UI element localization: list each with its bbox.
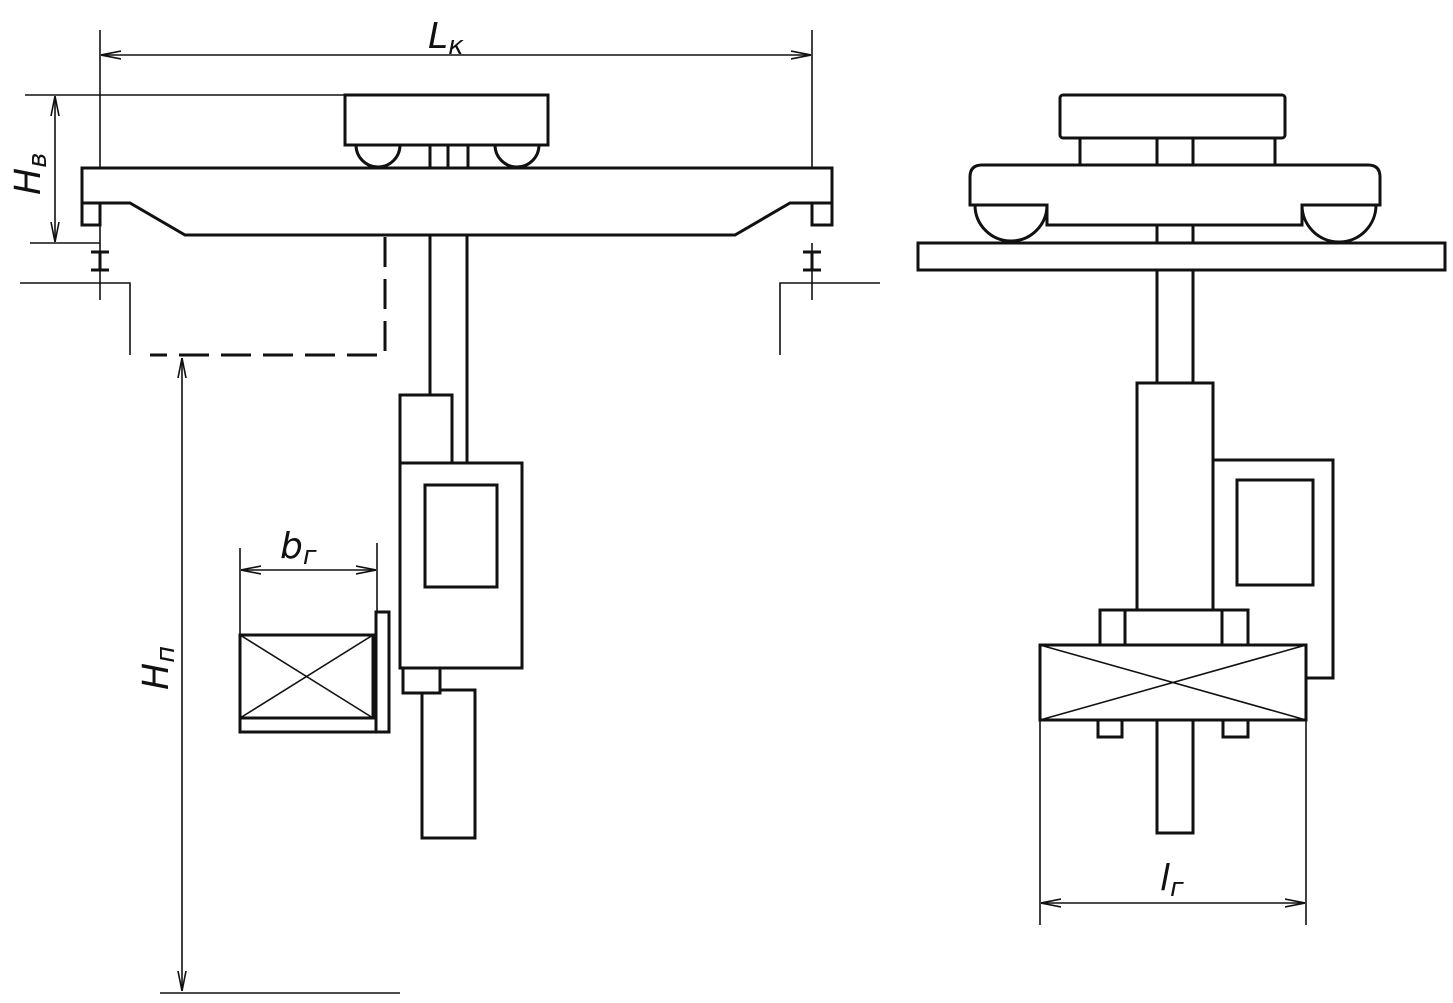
lift-height-label-main: H [136, 663, 177, 690]
mast-lower [420, 688, 477, 840]
load-box-front [1038, 643, 1308, 722]
top-height-dimension: Hв [8, 94, 345, 244]
carriage-front [1098, 608, 1250, 647]
load-cross [1039, 644, 1307, 721]
load-length-label-sub: г [1170, 873, 1184, 903]
load-width-dimension: bг [239, 526, 378, 635]
top-height-label-sub: в [23, 153, 53, 168]
fork-upright [374, 610, 391, 734]
runway-beam [916, 241, 1447, 272]
trolley-top-frame [1058, 93, 1287, 140]
carriage-top-block [398, 393, 454, 467]
bridge-outline [80, 166, 834, 237]
mast-lower-front [1155, 718, 1195, 835]
trolley-wheel-left [354, 143, 402, 169]
fork-lug-right [1221, 718, 1250, 739]
trolley-side [343, 93, 550, 169]
load-width-label-sub: г [303, 541, 317, 571]
load-width-label-main: b [280, 526, 303, 567]
span-label-sub: к [448, 31, 464, 61]
building-wall-left [20, 282, 131, 355]
mast-guide-block [1135, 381, 1215, 612]
rail-right [803, 243, 821, 300]
lift-height-label: Hп [136, 646, 181, 690]
load-on-forks-side [238, 610, 391, 734]
trolley-drive-block [1078, 136, 1277, 167]
building-wall-right [779, 282, 880, 355]
span-dimension: Lк [99, 16, 813, 300]
cabin-window-front [1235, 478, 1315, 587]
load-width-label: bг [280, 526, 317, 571]
rail-left [91, 250, 109, 272]
fork-bottom-plate [238, 716, 391, 734]
load-cross [239, 634, 374, 719]
fork-lug-left [1096, 718, 1124, 739]
load-length-label-main: l [1160, 858, 1170, 899]
trolley-wheel-front-right [1300, 203, 1378, 244]
clearance-envelope [150, 237, 387, 357]
lift-height-dimension: Hп [136, 358, 400, 994]
load-length-dimension: lг [1039, 720, 1307, 925]
top-height-label-main: H [8, 168, 49, 195]
mast-side [420, 235, 477, 840]
carriage-bottom-block [401, 666, 442, 695]
trolley-wheel-front-left [973, 203, 1049, 243]
trolley-body [343, 93, 550, 147]
front-view: lг [916, 93, 1447, 925]
load-length-label: lг [1160, 858, 1184, 903]
trolley-body-front [968, 163, 1382, 227]
lift-height-label-sub: п [151, 646, 181, 663]
span-label-main: L [428, 16, 448, 57]
top-height-label: Hв [8, 153, 53, 195]
bridge-girder [80, 166, 834, 237]
span-label: Lк [428, 16, 464, 61]
cabin-window-side [423, 483, 499, 589]
side-view: Lк Hв [8, 16, 880, 994]
trolley-wheel-right [493, 143, 541, 169]
